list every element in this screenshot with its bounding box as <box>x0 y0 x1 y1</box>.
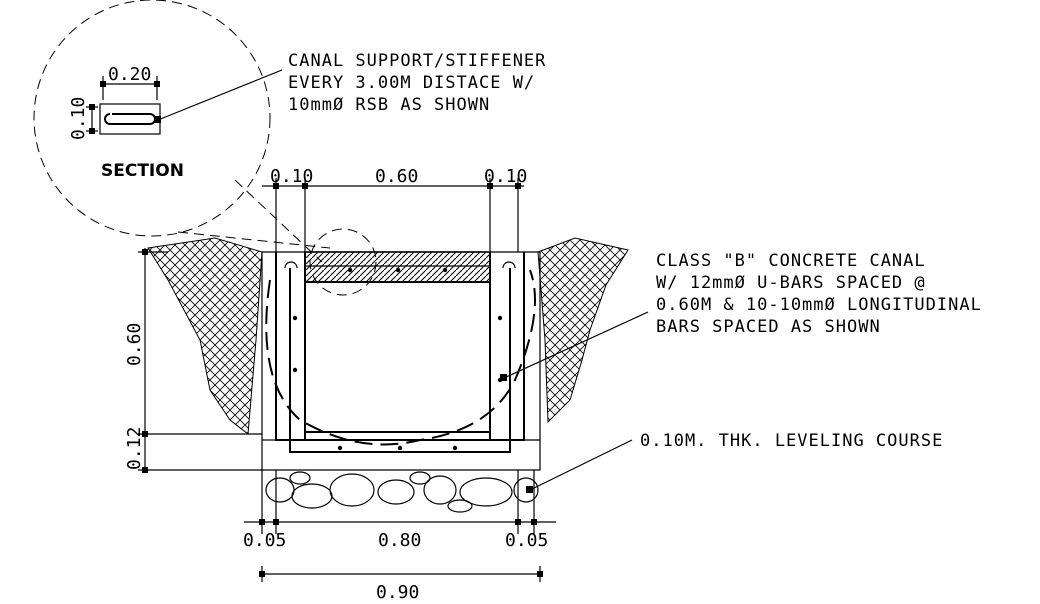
stiffener-slab <box>304 251 491 283</box>
top-dimensions: 0.10 0.60 0.10 <box>262 166 527 252</box>
bottom-dimensions: 0.05 0.80 0.05 0.90 <box>243 470 556 603</box>
stiffener-line-2: EVERY 3.00M DISTACE W/ <box>288 73 535 93</box>
stiffener-line-3: 10mmØ RSB AS SHOWN <box>288 95 490 115</box>
concrete-line-4: BARS SPACED AS SHOWN <box>656 317 881 337</box>
dim-overall: 0.90 <box>376 582 419 603</box>
rebar-dots <box>292 267 503 451</box>
dim-top-right: 0.10 <box>484 166 527 187</box>
concrete-line-2: W/ 12mmØ U-BARS SPACED @ <box>656 273 926 293</box>
dim-bottom-right: 0.05 <box>505 530 548 551</box>
section-bar <box>104 113 156 125</box>
stiffener-note: CANAL SUPPORT/STIFFENER EVERY 3.00M DIST… <box>288 51 546 115</box>
dim-top-left: 0.10 <box>270 166 313 187</box>
canal-body <box>261 251 541 471</box>
dim-left-slab: 0.12 <box>124 427 145 470</box>
leveling-course <box>265 471 539 513</box>
dim-bottom-mid: 0.80 <box>378 530 421 551</box>
soil-right <box>537 237 629 424</box>
leveling-note: 0.10M. THK. LEVELING COURSE <box>526 431 943 493</box>
stiffener-line-1: CANAL SUPPORT/STIFFENER <box>288 51 546 71</box>
detail-circle <box>33 0 271 237</box>
concrete-note: CLASS "B" CONCRETE CANAL W/ 12mmØ U-BARS… <box>500 251 982 381</box>
soil-left <box>147 237 263 435</box>
section-height-dim: 0.10 <box>68 97 89 140</box>
dim-bottom-left: 0.05 <box>243 530 286 551</box>
dim-left-height: 0.60 <box>124 323 145 366</box>
left-dimensions: 0.60 0.12 <box>124 248 262 473</box>
section-rect <box>99 103 161 135</box>
dim-top-mid: 0.60 <box>375 166 418 187</box>
concrete-line-1: CLASS "B" CONCRETE CANAL <box>656 251 926 271</box>
section-width-dim: 0.20 <box>108 64 151 85</box>
canal-opening <box>304 281 491 433</box>
section-label: SECTION <box>101 161 184 181</box>
section-detail: 0.20 0.10 SECTION <box>33 0 283 237</box>
concrete-line-3: 0.60M & 10-10mmØ LONGITUDINAL <box>656 295 982 315</box>
leveling-text: 0.10M. THK. LEVELING COURSE <box>640 431 943 451</box>
